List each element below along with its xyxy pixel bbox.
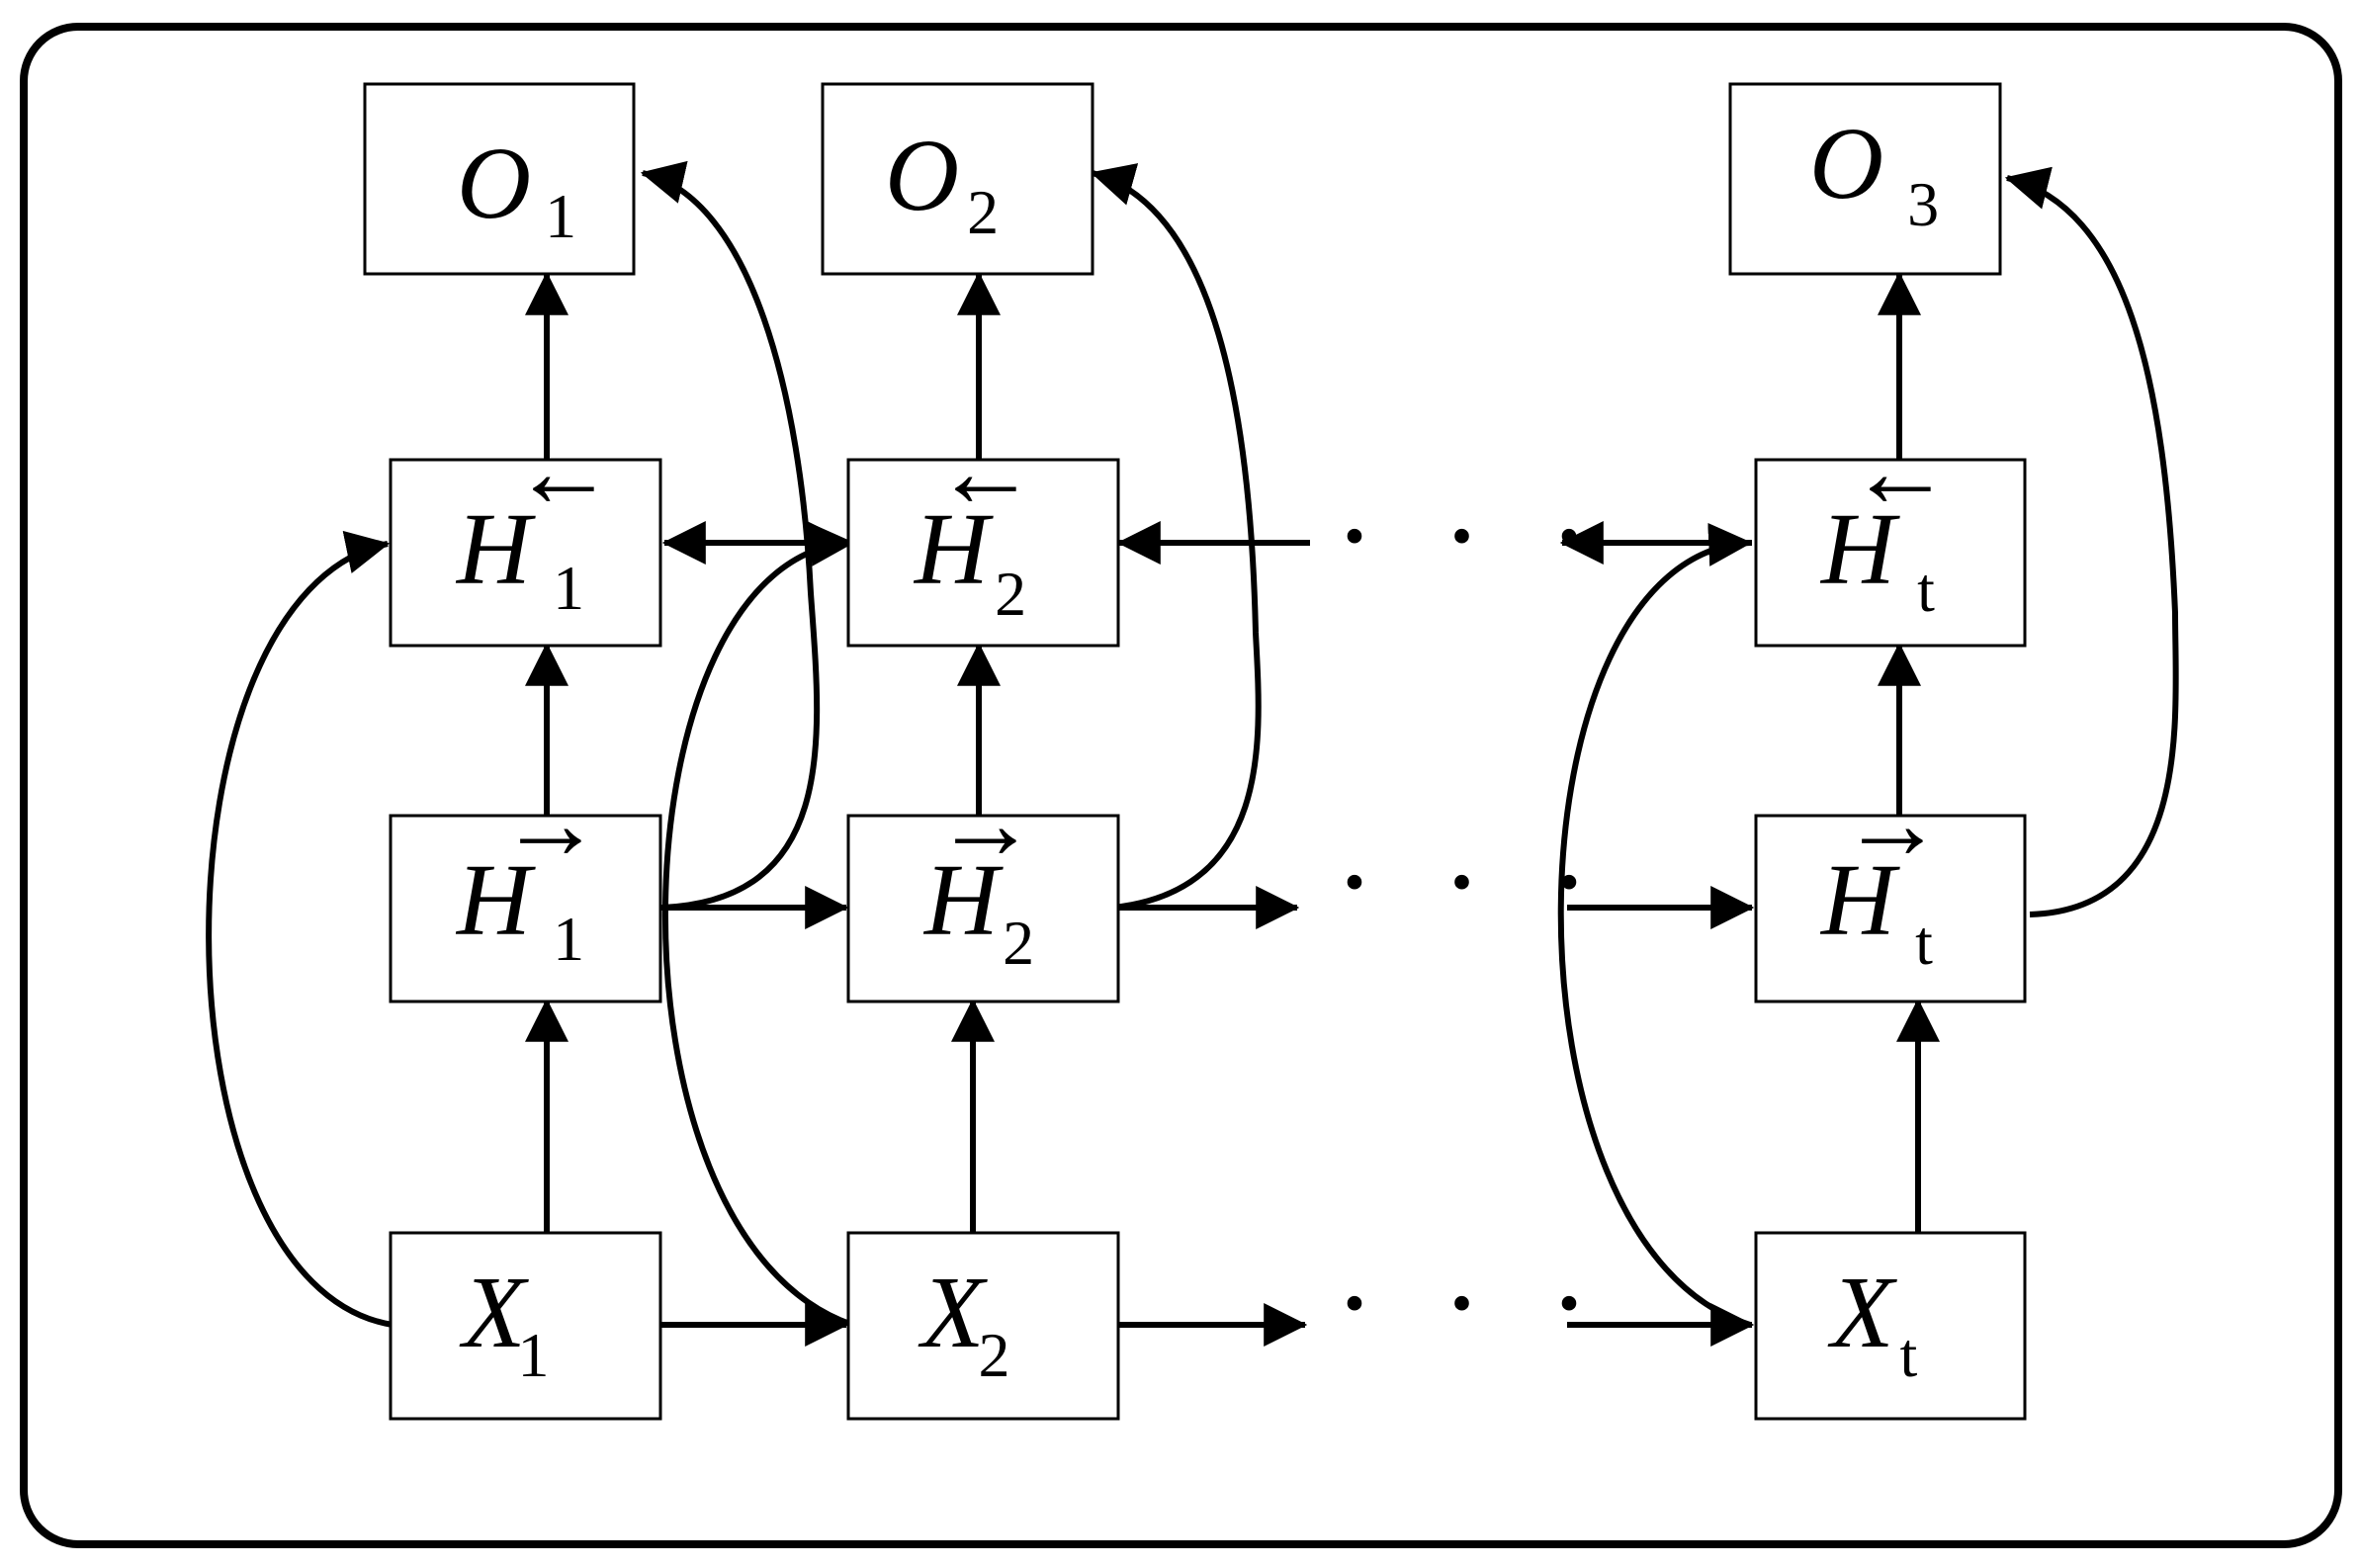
ellipsis-forward-row: · · · <box>1340 833 1612 931</box>
accent-hf2: → <box>934 767 1037 881</box>
curve-hf1-to-o1 <box>640 160 821 911</box>
accent-hb1: ← <box>512 415 615 529</box>
ellipsis-input-row: · · · <box>1340 1255 1612 1352</box>
box-o2 <box>821 82 1094 276</box>
box-x2 <box>846 1231 1120 1421</box>
curve-xt-to-hbt <box>1557 522 1753 1328</box>
curve-hf2-to-o2 <box>1090 163 1262 911</box>
label-x2: X2 <box>918 1256 1010 1390</box>
outer-frame <box>20 23 2342 1548</box>
box-hbt <box>1754 458 2027 648</box>
svg-text:H1: H1 <box>455 843 584 974</box>
box-o3 <box>1728 82 2002 276</box>
label-hf2: → H2 <box>922 767 1037 978</box>
box-o1 <box>363 82 636 276</box>
label-xt: Xt <box>1827 1256 1918 1390</box>
box-xt <box>1754 1231 2027 1421</box>
accent-hf1: → <box>499 767 602 881</box>
svg-text:Ht: Ht <box>1819 843 1933 978</box>
box-hft <box>1754 814 2027 1003</box>
accent-hbt: ← <box>1849 415 1952 529</box>
svg-text:H2: H2 <box>913 492 1026 629</box>
box-hb2 <box>846 458 1120 648</box>
curve-x1-to-hb1 <box>206 531 394 1328</box>
label-x1: X1 <box>459 1256 550 1390</box>
svg-text:H2: H2 <box>922 843 1034 978</box>
svg-text:H1: H1 <box>455 492 584 623</box>
ellipsis-backward-row: · · · <box>1340 487 1612 585</box>
box-x1 <box>389 1231 662 1421</box>
svg-text:Ht: Ht <box>1819 492 1935 625</box>
box-hb1 <box>389 458 662 648</box>
box-hf2 <box>846 814 1120 1003</box>
curve-hft-to-o3 <box>2004 166 2179 917</box>
accent-hb2: ← <box>934 415 1037 529</box>
accent-hft: → <box>1841 767 1944 881</box>
box-hf1 <box>389 814 662 1003</box>
label-hb2: ← H2 <box>913 415 1037 629</box>
